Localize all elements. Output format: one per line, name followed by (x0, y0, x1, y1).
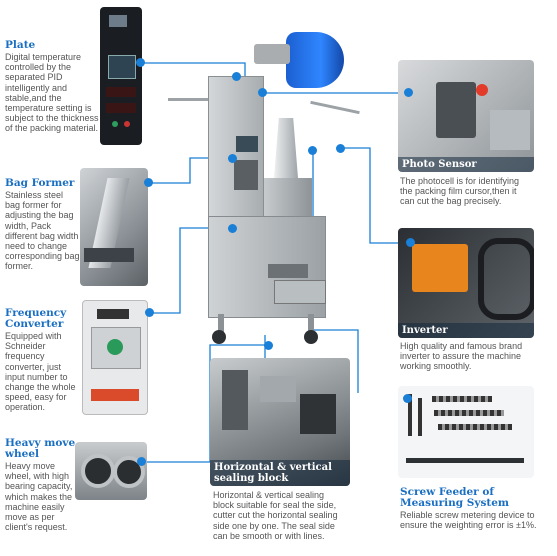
frequency-converter-pointer-dot (145, 308, 154, 317)
inverter-caption: Inverter (398, 323, 534, 338)
plate-title: Plate (5, 39, 36, 51)
bag-former-desc: Stainless steel bag former for adjusting… (5, 190, 80, 272)
inverter-pointer-dot (406, 238, 415, 247)
bag-former-photo (80, 168, 148, 286)
sealing-block-caption: Horizontal & vertical sealing block (210, 460, 350, 486)
packing-machine-image (168, 28, 368, 346)
heavy-move-wheel-pointer-dot (137, 457, 146, 466)
heavy-move-wheel-photo (75, 442, 147, 500)
heavy-move-wheel-desc: Heavy move wheel, with high bearing capa… (5, 461, 73, 533)
plate-pointer-dot (136, 58, 145, 67)
machine-dot-inverter (336, 144, 345, 153)
screw-feeder-photo (398, 386, 534, 478)
photo-sensor-pointer-dot (404, 88, 413, 97)
bag-former-title: Bag Former (5, 177, 75, 189)
photo-sensor-photo: Photo Sensor (398, 60, 534, 172)
machine-dot-frequency (228, 224, 237, 233)
screw-feeder-desc: Reliable screw metering device to ensure… (400, 510, 537, 531)
inverter-desc: High quality and famous brand inverter t… (400, 341, 523, 372)
screw-feeder-title: Screw Feeder of Measuring System (400, 486, 510, 509)
sealing-block-photo: Horizontal & vertical sealing block (210, 358, 350, 486)
plate-desc: Digital temperature controlled by the se… (5, 52, 99, 134)
machine-dot-plate (232, 72, 241, 81)
frequency-converter-title: Frequency Converter (5, 307, 67, 330)
plate-photo (100, 7, 142, 145)
machine-dot-bag-former (228, 154, 237, 163)
machine-dot-screw (308, 146, 317, 155)
machine-dot-wheel (264, 341, 273, 350)
frequency-converter-photo (82, 300, 148, 415)
screw-feeder-pointer-dot (403, 394, 412, 403)
bag-former-pointer-dot (144, 178, 153, 187)
sealing-block-desc: Horizontal & vertical sealing block suit… (213, 490, 338, 541)
photo-sensor-desc: The photocell is for identifying the pac… (400, 176, 520, 207)
frequency-converter-desc: Equipped with Schneider frequency conver… (5, 331, 76, 413)
photo-sensor-caption: Photo Sensor (398, 157, 534, 172)
machine-dot-photo-sensor (258, 88, 267, 97)
heavy-move-wheel-title: Heavy move wheel (5, 437, 76, 460)
inverter-photo: Inverter (398, 228, 534, 338)
